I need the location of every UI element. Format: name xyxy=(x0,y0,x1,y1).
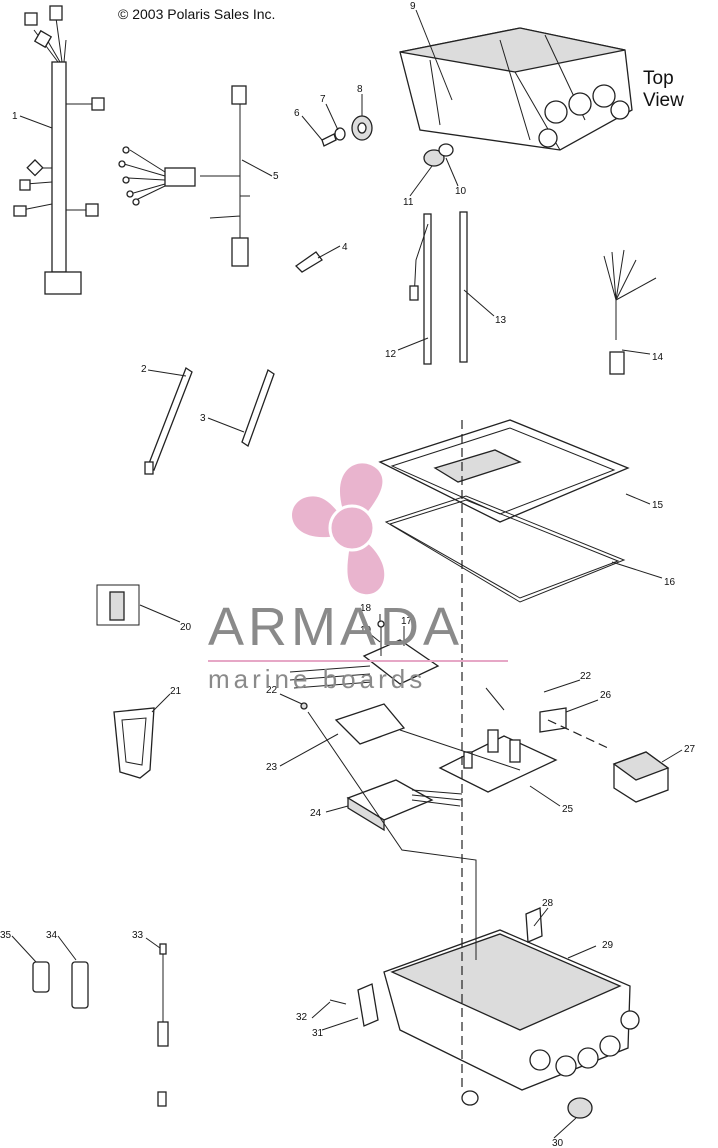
controller-box-base[interactable] xyxy=(383,929,640,1091)
callout-9: 9 xyxy=(410,1,416,12)
callout-4: 4 xyxy=(342,242,348,253)
callout-26: 26 xyxy=(600,690,612,701)
callout-7: 7 xyxy=(320,94,326,105)
callout-19: 19 xyxy=(360,625,372,636)
callout-20: 20 xyxy=(180,622,192,633)
wire-harness-main[interactable] xyxy=(13,5,105,295)
callout-34: 34 xyxy=(46,930,58,941)
callout-13: 13 xyxy=(495,315,507,326)
wire-boot[interactable] xyxy=(294,251,323,273)
fuse-wire[interactable] xyxy=(157,943,169,1107)
callout-5: 5 xyxy=(273,171,279,182)
fuse[interactable] xyxy=(32,961,89,1009)
callout-17: 17 xyxy=(401,616,413,627)
control-unit[interactable] xyxy=(346,779,463,832)
callout-30: 30 xyxy=(552,1138,564,1148)
callout-23: 23 xyxy=(266,762,278,773)
wire-harness-sub[interactable] xyxy=(118,85,250,267)
pigtail-harness[interactable] xyxy=(603,249,657,375)
battery-cable[interactable] xyxy=(409,211,468,365)
plug-cap[interactable] xyxy=(423,143,454,167)
callout-2: 2 xyxy=(141,364,147,375)
callout-22a: 22 xyxy=(266,685,278,696)
watermark-brand: ARMADA xyxy=(208,597,464,657)
lid-gasket[interactable] xyxy=(384,495,626,603)
callout-35: 35 xyxy=(0,930,12,941)
callout-21: 21 xyxy=(170,686,182,697)
circuit-board[interactable] xyxy=(438,729,558,793)
top-view-label: Top View xyxy=(643,68,684,111)
callout-3: 3 xyxy=(200,413,206,424)
watermark-divider xyxy=(208,660,508,662)
electronic-module[interactable] xyxy=(289,620,440,745)
callout-25: 25 xyxy=(562,804,574,815)
callout-16: 16 xyxy=(664,577,676,588)
relay-clip[interactable] xyxy=(539,707,567,733)
assembly-guide-lines xyxy=(307,420,609,1090)
callout-33: 33 xyxy=(132,930,144,941)
callout-1: 1 xyxy=(12,111,18,122)
callout-14: 14 xyxy=(652,352,664,363)
copyright-notice: © 2003 Polaris Sales Inc. xyxy=(118,6,276,22)
controller-box-top-view[interactable] xyxy=(399,27,633,151)
callout-18: 18 xyxy=(360,603,372,614)
callout-11: 11 xyxy=(403,197,414,208)
callout-31: 31 xyxy=(312,1028,324,1039)
cable-strap[interactable] xyxy=(144,367,275,475)
watermark-tagline: marine boards xyxy=(208,664,427,694)
callout-15: 15 xyxy=(652,500,664,511)
callout-32: 32 xyxy=(296,1012,308,1023)
propeller-logo xyxy=(291,463,385,595)
callout-28: 28 xyxy=(542,898,554,909)
relay[interactable] xyxy=(612,751,670,803)
callout-10: 10 xyxy=(455,186,467,197)
side-clip[interactable] xyxy=(329,983,379,1027)
callout-24: 24 xyxy=(310,808,322,819)
callout-12: 12 xyxy=(385,349,397,360)
callout-29: 29 xyxy=(602,940,614,951)
callout-22b: 22 xyxy=(580,671,592,682)
callout-numbers: 1 2 3 4 5 6 7 8 9 10 11 12 13 14 15 16 1… xyxy=(0,1,696,1148)
callout-27: 27 xyxy=(684,744,696,755)
decal-label[interactable] xyxy=(96,584,140,626)
callout-8: 8 xyxy=(357,84,363,95)
plug-bottom[interactable] xyxy=(461,1090,593,1119)
leader-lines xyxy=(11,9,683,1139)
callout-6: 6 xyxy=(294,108,300,119)
controller-lid[interactable] xyxy=(378,419,630,523)
bolt-washer-grommet[interactable] xyxy=(321,115,373,147)
connector-boot[interactable] xyxy=(525,907,543,943)
mounting-bracket[interactable] xyxy=(113,707,155,779)
